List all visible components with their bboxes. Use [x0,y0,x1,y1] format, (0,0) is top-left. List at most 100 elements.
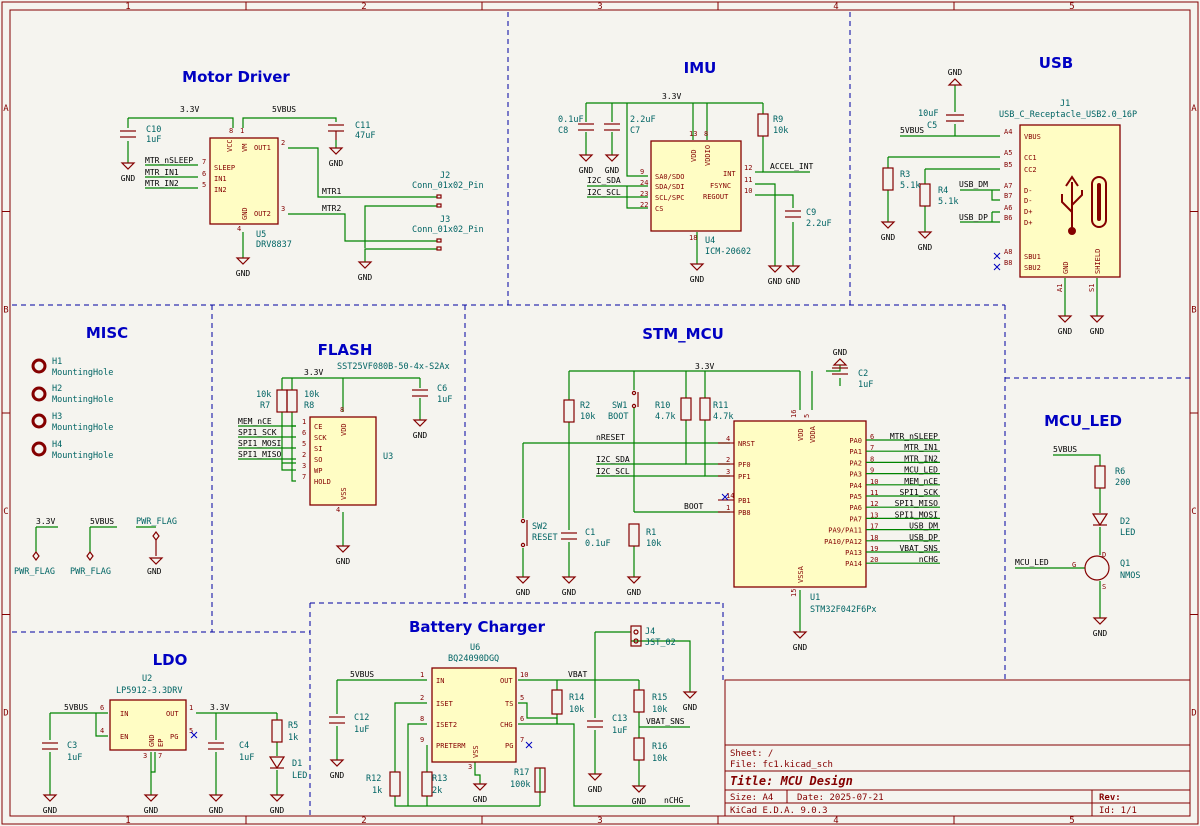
r5-ref: R5 [288,721,298,731]
u5-pnum-out2: 3 [281,205,285,213]
c11-value: 47uF [355,131,375,141]
gnd-label: GND [413,431,428,440]
c10-value: 1uF [146,135,161,145]
u6-pin-chg: CHG [500,721,513,729]
u6-pnum-iset: 2 [420,694,424,702]
stm-3v3-label: 3.3V [695,362,714,371]
block-separators [12,12,1190,816]
gnd-label: GND [43,806,58,815]
ldo-5vbus-label: 5VBUS [64,703,88,712]
misc-pwrflag-label: PWR_FLAG [136,517,177,527]
u3-pnum-vss: 4 [336,506,340,514]
u1-right-pin-num: 13 [870,511,878,519]
u4-pnum-scl: 23 [640,190,648,198]
c5-capacitor [946,114,964,122]
u1-value: STM32F042F6Px [810,605,877,615]
gnd-icon [208,794,224,802]
gnd-icon [792,631,808,639]
gnd-label: GND [270,806,285,815]
d2-ref: D2 [1120,517,1130,527]
u5-pnum-in1: 6 [202,170,206,178]
r5-value: 1k [288,733,298,743]
u1-right-net-label: SPI1_SCK [899,488,938,497]
c7-ref: C7 [630,126,640,136]
sw2-switch [520,518,528,548]
gnd-label: GND [632,797,647,806]
u5-body [209,137,279,225]
u2-nc-marker [190,731,198,739]
gnd-icon [917,231,933,239]
u2-pin-in: IN [120,710,128,718]
u6-pin-vss: VSS [472,745,480,758]
gnd-label: GND [473,795,488,804]
u1-right-pin-name: PA4 [849,482,862,490]
u2-body [109,699,187,751]
u6-ref: U6 [470,643,480,653]
usb-5vbus-label: 5VBUS [900,126,924,135]
block-title-mcu-led: MCU_LED [1044,412,1122,430]
gnd-icon [1089,315,1105,323]
u5-pin-in2: IN2 [214,186,227,194]
u6-pnum-in: 1 [420,671,424,679]
u3-pin-wp: WP [314,467,322,475]
u1-left-pin-name: PF1 [738,473,751,481]
u4-pnum-vddio: 8 [704,130,708,138]
tb-date: Date: 2025-07-21 [797,793,884,803]
d2-led [1091,513,1109,527]
misc-block: H1 MountingHole H2 MountingHole H3 Mount… [14,357,177,577]
j1-pin-dp2: D+ [1024,219,1032,227]
u5-pnum-vm: 1 [240,127,244,135]
net-spi1-mosi-flash: SPI1_MOSI [238,439,282,448]
c3-capacitor [42,742,58,750]
border-row-label: A [1191,104,1197,114]
u3-pnum-wp: 3 [302,462,306,470]
c12-capacitor [329,716,345,724]
net-mtr-in1-motor: MTR_IN1 [145,168,179,177]
u3-pnum-vdd: 8 [340,406,344,414]
u1-left-pin-name: PB1 [738,497,751,505]
tb-file: File: fc1.kicad_sch [730,760,833,770]
u1-right-pin-name: PA6 [849,504,862,512]
r1-resistor [628,523,640,547]
u1-right-pin-num: 9 [870,467,874,475]
gnd-icon [1057,315,1073,323]
gnd-icon [235,257,251,265]
gnd-label: GND [236,269,251,278]
u2-pnum-out: 1 [189,704,193,712]
u3-body [309,416,377,506]
r6-value: 200 [1115,478,1130,488]
u1-right-pin-num: 19 [870,545,878,553]
u5-pnum-gnd: 4 [237,225,241,233]
u4-pnum-int: 12 [744,164,752,172]
u1-right-pin-num: 11 [870,489,878,497]
net-mtr2: MTR2 [322,204,341,213]
border-col-label: 4 [833,2,838,12]
j1-pnum-shield: S1 [1088,284,1096,292]
gnd-label: GND [209,806,224,815]
gnd-icon [880,221,896,229]
u5-ref: U5 [256,230,266,240]
u3-ref: U3 [383,452,393,462]
u1-right-net-label: nCHG [919,555,938,564]
gnd-label: GND [948,68,963,77]
border-col-label: 2 [361,2,366,12]
c8-capacitor [578,123,594,131]
u1-right-net-label: MTR_IN1 [904,443,938,452]
gnd-label: GND [121,174,136,183]
gnd-icon [561,576,577,584]
c13-capacitor [587,720,603,728]
u3-pnum-si: 5 [302,440,306,448]
gnd-label: GND [690,275,705,284]
u1-pin-vdda: VDDA [809,425,817,443]
j1-pin-gnd: GND [1062,261,1070,274]
pwr-flag-symbols [32,531,164,565]
u1-right-pin-num: 12 [870,500,878,508]
j3-connector [436,238,442,251]
u2-pnum-pg: 5 [189,727,193,735]
u6-pin-iset2: ISET2 [436,721,457,729]
c4-ref: C4 [239,741,249,751]
r17-value: 100k [510,780,530,790]
u1-right-pin-name: PA7 [849,515,862,523]
u1-right-net-label: USB_DM [909,522,938,531]
u1-right-pin-name: PA0 [849,437,862,445]
